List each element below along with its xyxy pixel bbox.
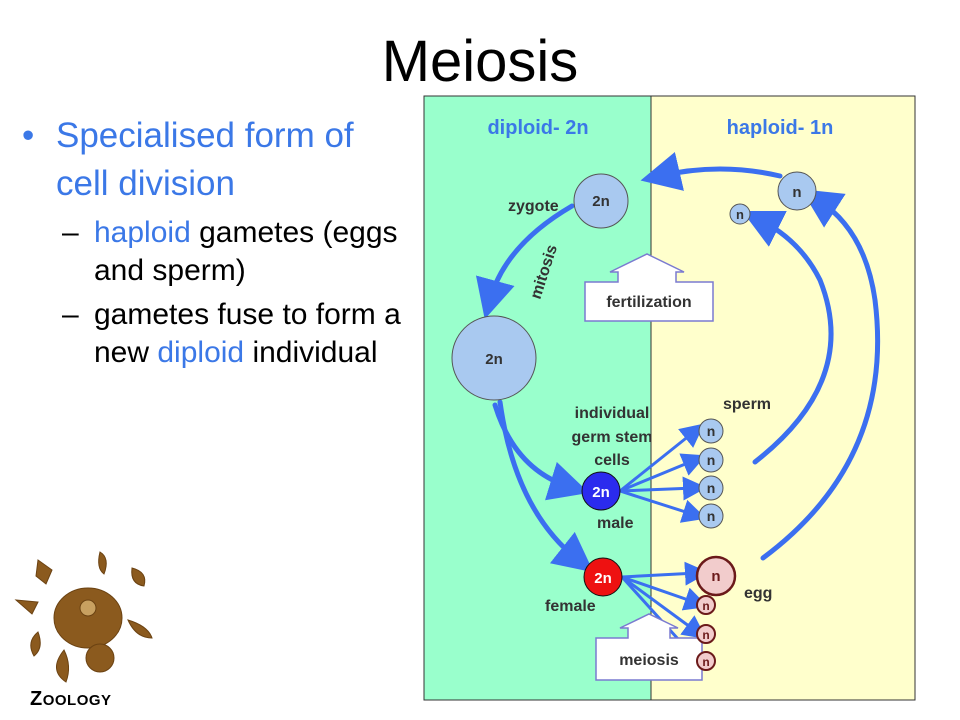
meiosis-callout: meiosis — [595, 613, 703, 681]
zoology-label: ZOOLOGY — [30, 688, 112, 710]
sub2-end: individual — [244, 336, 378, 369]
polar-body-label: n — [702, 628, 709, 642]
sub-bullet-diploid: – gametes fuse to form a new diploid ind… — [22, 296, 412, 372]
polar-body-label: n — [702, 655, 709, 669]
sperm-cell-label: n — [707, 423, 716, 439]
sperm-cell — [698, 418, 724, 444]
mitosis-arrow — [475, 203, 575, 320]
male-split-arrow-2 — [619, 453, 707, 493]
sperm-cell-label: n — [707, 452, 716, 468]
male-split-arrow-4 — [619, 489, 707, 523]
fused-small-label: n — [736, 207, 744, 222]
female-split-arrow-3 — [621, 575, 707, 640]
fertilization-arrow — [640, 151, 783, 191]
sperm-cell-label: n — [707, 480, 716, 496]
male-split-arrow-3 — [619, 476, 707, 501]
female-split-arrow-2 — [621, 575, 709, 611]
polar-body-label: n — [702, 599, 709, 613]
zygote-label: zygote — [508, 198, 559, 215]
meiosis-label: meiosis — [619, 652, 679, 669]
polar-body — [696, 651, 716, 671]
germ-label-line2: germ stem — [572, 429, 653, 446]
female-arrow — [497, 399, 594, 573]
sperm-cell — [698, 447, 724, 473]
sperm-label: sperm — [723, 396, 771, 413]
sperm-cell — [698, 503, 724, 529]
germ-label-line1: individual — [575, 405, 650, 422]
polar-bodies: n n n — [696, 595, 716, 671]
egg-return-arrow — [760, 189, 881, 561]
haploid-word: haploid — [94, 216, 191, 249]
sperm-return-arrow — [742, 211, 834, 465]
sub-bullet-haploid: – haploid gametes (eggs and sperm) — [22, 214, 412, 290]
female-split-arrow-1 — [621, 561, 709, 586]
sperm-cell — [698, 475, 724, 501]
fused-sperm-cell — [777, 171, 817, 211]
sperm-cells: n n n n — [698, 418, 724, 529]
individual-cell — [451, 315, 537, 401]
slide-title: Meiosis — [381, 29, 579, 94]
diploid-header: diploid- 2n — [487, 117, 588, 139]
haploid-header: haploid- 1n — [727, 117, 834, 139]
bullet-main-text: Specialised form of cell division — [56, 116, 354, 203]
zygote-cell-label: 2n — [592, 193, 610, 210]
polar-body — [696, 595, 716, 615]
individual-cell-label: 2n — [485, 351, 503, 368]
female-label: female — [545, 598, 596, 615]
fertilization-label: fertilization — [606, 294, 691, 311]
bullet-list: • Specialised form of cell division – ha… — [22, 112, 412, 372]
male-arrow — [492, 402, 590, 501]
polar-body — [696, 624, 716, 644]
zygote-cell — [573, 173, 629, 229]
female-germ-cell-label: 2n — [594, 570, 612, 587]
egg-label: egg — [744, 585, 772, 602]
dash-icon: – — [62, 298, 79, 331]
fertilization-callout: fertilization — [584, 253, 714, 322]
female-germ-cell — [583, 557, 623, 597]
fused-small-cell — [729, 203, 751, 225]
bullet-dot-icon: • — [22, 116, 35, 155]
male-germ-cell — [581, 471, 621, 511]
sperm-cell-label: n — [707, 508, 716, 524]
sub2-text: gametes fuse to form a new — [94, 298, 401, 369]
male-split-arrow-1 — [619, 423, 705, 493]
dash-icon: – — [62, 216, 79, 249]
diploid-word: diploid — [157, 336, 245, 369]
fused-sperm-label: n — [792, 184, 801, 201]
male-label: male — [597, 515, 634, 532]
sub1-text: gametes (eggs and sperm) — [94, 216, 398, 287]
bullet-main: • Specialised form of cell division — [22, 112, 412, 208]
germ-label-line3: cells — [594, 452, 630, 469]
egg-cell-label: n — [711, 568, 720, 585]
male-germ-cell-label: 2n — [592, 484, 610, 501]
egg-cell — [695, 555, 737, 597]
zoology-logo — [14, 551, 153, 683]
